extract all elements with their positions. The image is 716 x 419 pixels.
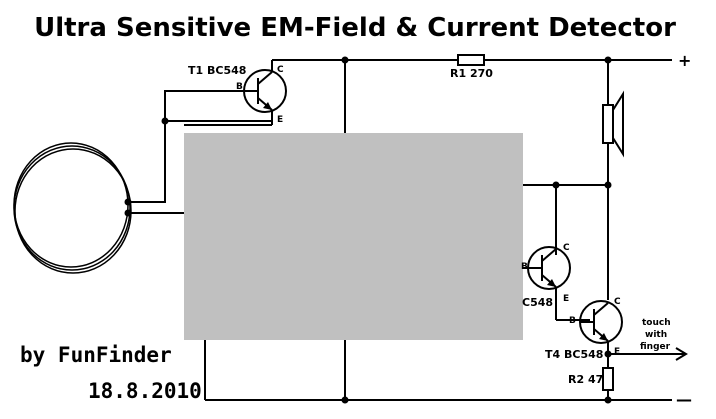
t1-coil-wires: [128, 90, 272, 214]
author-credit: by FunFinder: [20, 343, 172, 367]
t4-pin-b: B: [569, 316, 576, 326]
t4-pin-c: C: [614, 297, 621, 307]
diagram-title: Ultra Sensitive EM-Field & Current Detec…: [34, 13, 676, 43]
transistor-t1-label: T1 BC548: [188, 64, 246, 77]
transistor-t4: [579, 300, 623, 400]
t3-pin-b: B: [521, 262, 528, 272]
touch-text-line3: finger: [640, 342, 671, 352]
touch-text-line2: with: [645, 330, 667, 340]
t1-pin-b: B: [236, 82, 243, 92]
resistor-r1: [457, 54, 485, 66]
junction-dots: [124, 56, 612, 404]
t4-pin-e: E: [614, 347, 620, 357]
date-stamp: 18.8.2010: [88, 379, 202, 403]
transistor-t3: [523, 246, 590, 321]
transistor-t4-label: T4 BC548: [545, 348, 603, 361]
resistor-r1-label: R1 270: [450, 67, 493, 80]
resistor-r2: [602, 367, 614, 391]
bottom-supply-rail: [204, 340, 672, 401]
positive-terminal-label: +: [678, 51, 691, 70]
mid-junction-wire: [523, 184, 608, 255]
obscured-circuit-block: [184, 133, 523, 340]
touch-output-arrow: [608, 347, 688, 361]
transistor-t1: [243, 60, 287, 125]
negative-terminal-label: —: [676, 390, 692, 409]
t3-pin-e: E: [563, 294, 569, 304]
resistor-r2-label: R2 47: [568, 373, 603, 386]
transistor-t3-label: C548: [522, 296, 553, 309]
speaker-icon: [602, 90, 624, 158]
pickup-coil-icon: [13, 142, 132, 274]
t1-pin-e: E: [277, 115, 283, 125]
t1-pin-c: C: [277, 65, 284, 75]
touch-text-line1: touch: [642, 318, 671, 328]
t3-pin-c: C: [563, 243, 570, 253]
